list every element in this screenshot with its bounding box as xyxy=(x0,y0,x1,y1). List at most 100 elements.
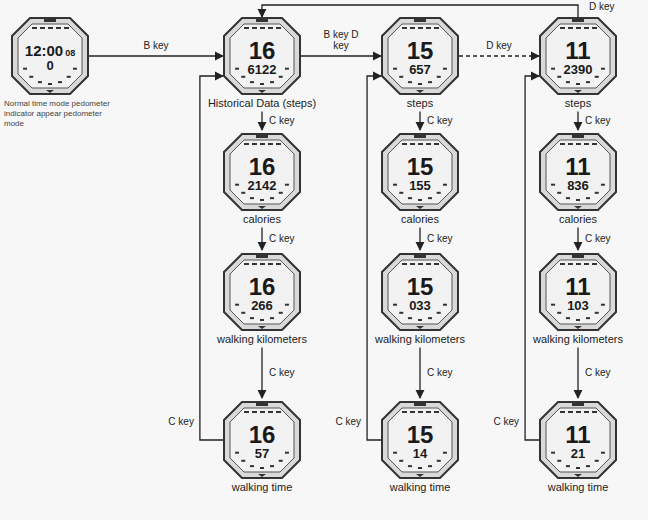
display-row: 15 xyxy=(407,274,434,299)
display-sub-digits: 2142 xyxy=(248,179,277,193)
display-row: 14 xyxy=(413,447,427,461)
key-arrow xyxy=(367,76,382,440)
watch-face: 11103walking kilometers xyxy=(538,252,618,332)
lcd-display: 11836 xyxy=(546,149,610,198)
watch-face: 1121walking time xyxy=(538,400,618,480)
watch-face: 166122Historical Data (steps) xyxy=(222,16,302,96)
display-row: 16 xyxy=(249,38,276,63)
display-row: 2142 xyxy=(248,179,277,193)
key-arrow xyxy=(577,228,578,250)
key-label: D key xyxy=(587,1,617,12)
watch-face: 112390steps xyxy=(538,16,618,96)
key-arrow xyxy=(262,5,578,18)
lcd-display: 15657 xyxy=(388,33,452,82)
key-arrow xyxy=(577,348,578,398)
display-row: 11 xyxy=(565,274,590,299)
display-sub-digits: 57 xyxy=(255,447,269,461)
mode-caption: calories xyxy=(559,214,597,226)
key-label: C key xyxy=(425,115,455,126)
display-sub-digits: 21 xyxy=(571,447,585,461)
key-arrow xyxy=(419,228,420,250)
display-row: 16 xyxy=(249,422,276,447)
key-arrow xyxy=(261,228,262,250)
lcd-display: 1657 xyxy=(230,417,294,466)
display-main-digits: 16 xyxy=(249,38,276,63)
display-row: 033 xyxy=(409,299,431,313)
lcd-display: 15155 xyxy=(388,149,452,198)
mode-caption: walking time xyxy=(548,482,609,494)
display-row: 836 xyxy=(567,179,589,193)
display-sub-digits: 6122 xyxy=(248,63,277,77)
key-label: C key xyxy=(425,367,455,378)
watch-face: 16266walking kilometers xyxy=(222,252,302,332)
display-row: 57 xyxy=(255,447,269,461)
display-row: 6122 xyxy=(248,63,277,77)
display-main-digits: 16 xyxy=(249,274,276,299)
display-sub-digits: 155 xyxy=(409,179,431,193)
key-arrow xyxy=(261,112,262,130)
watch-face: 12:00080Normal time mode pedometer indic… xyxy=(10,16,90,96)
lcd-display: 15033 xyxy=(388,269,452,318)
mode-caption: calories xyxy=(401,214,439,226)
key-arrow xyxy=(89,55,223,56)
display-row: 16 xyxy=(249,154,276,179)
display-main-digits: 11 xyxy=(565,274,590,299)
display-row: 11 xyxy=(565,38,590,63)
display-row: 21 xyxy=(571,447,585,461)
display-main-digits: 12:00 xyxy=(25,43,63,59)
display-sub-digits: 266 xyxy=(251,299,273,313)
display-main-digits: 16 xyxy=(249,422,276,447)
key-label: B key D key xyxy=(319,29,363,51)
lcd-display: 162142 xyxy=(230,149,294,198)
key-arrow xyxy=(419,112,420,130)
lcd-display: 1514 xyxy=(388,417,452,466)
display-main-digits: 11 xyxy=(565,154,590,179)
display-row: 103 xyxy=(567,299,589,313)
mode-caption: walking kilometers xyxy=(217,334,307,346)
lcd-display: 16266 xyxy=(230,269,294,318)
display-row: 15 xyxy=(407,38,434,63)
display-main-digits: 15 xyxy=(407,274,434,299)
display-row: 12:0008 xyxy=(25,43,75,59)
key-label: B key xyxy=(141,40,170,51)
key-arrow xyxy=(577,112,578,130)
key-label: C key xyxy=(583,233,613,244)
watch-face: 15657steps xyxy=(380,16,460,96)
display-row: 155 xyxy=(409,179,431,193)
key-label: C key xyxy=(267,367,297,378)
display-row: 657 xyxy=(409,63,431,77)
watch-face: 15155calories xyxy=(380,132,460,212)
key-arrow xyxy=(459,55,539,56)
display-sub-digits: 14 xyxy=(413,447,427,461)
mode-caption: walking time xyxy=(390,482,451,494)
watch-face: 162142calories xyxy=(222,132,302,212)
lcd-display: 112390 xyxy=(546,33,610,82)
key-label: C key xyxy=(425,233,455,244)
watch-face: 15033walking kilometers xyxy=(380,252,460,332)
key-label: C key xyxy=(267,115,297,126)
display-row: 266 xyxy=(251,299,273,313)
lcd-display: 12:00080 xyxy=(18,33,82,82)
display-row: 11 xyxy=(565,422,590,447)
display-row: 2390 xyxy=(564,63,593,77)
mode-caption: steps xyxy=(565,98,591,110)
display-main-digits: 15 xyxy=(407,154,434,179)
key-label: C key xyxy=(492,416,522,427)
mode-caption: walking time xyxy=(232,482,293,494)
display-sub-digits: 08 xyxy=(65,49,75,58)
mode-caption: walking kilometers xyxy=(375,334,465,346)
watch-face: 1514walking time xyxy=(380,400,460,480)
display-main-digits: 11 xyxy=(565,422,590,447)
lcd-display: 166122 xyxy=(230,33,294,82)
lcd-display: 1121 xyxy=(546,417,610,466)
key-arrow xyxy=(419,348,420,398)
display-main-digits: 15 xyxy=(407,38,434,63)
display-row: 0 xyxy=(46,59,53,73)
key-arrow xyxy=(525,76,540,440)
display-row: 11 xyxy=(565,154,590,179)
display-row: 16 xyxy=(249,274,276,299)
key-label: C key xyxy=(334,416,364,427)
display-sub-digits: 0 xyxy=(46,59,53,73)
mode-caption: steps xyxy=(407,98,433,110)
display-sub-digits: 2390 xyxy=(564,63,593,77)
